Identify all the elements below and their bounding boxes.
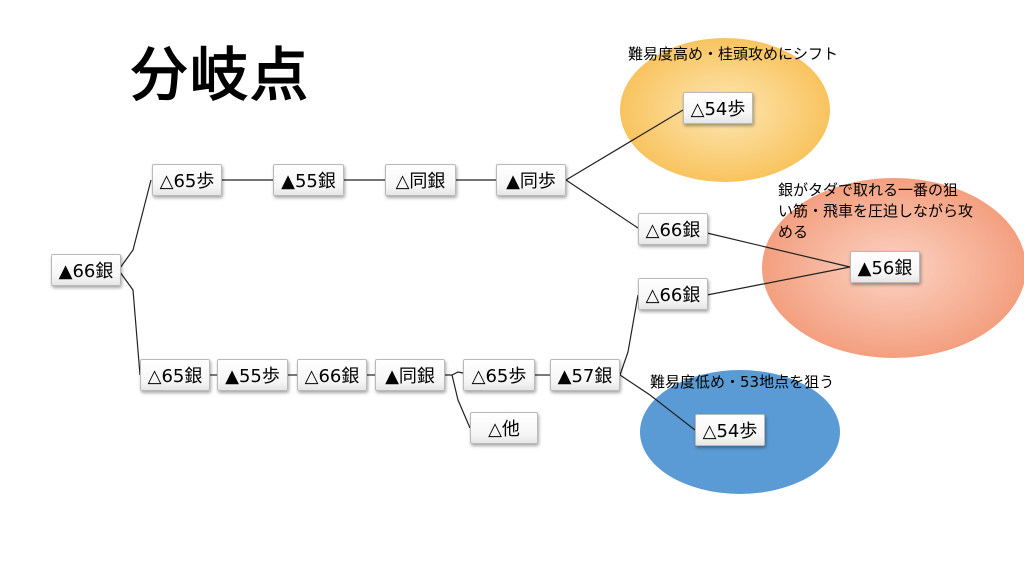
node-b7a[interactable]: △66銀 [638,278,708,310]
edge-b4-b5 [445,371,464,376]
node-b4[interactable]: ▲同銀 [375,359,445,391]
node-t2[interactable]: ▲55銀 [273,164,344,196]
page-title: 分岐点 [130,41,311,109]
node-b2[interactable]: ▲55歩 [217,359,288,391]
note-mid: 銀がタダで取れる一番の狙 い筋・飛車を圧迫しながら攻 める [778,180,973,243]
note-mid-line-1: 銀がタダで取れる一番の狙 [778,181,959,199]
edge-t5b-m56 [706,232,851,268]
note-bottom: 難易度低め・53地点を狙う [650,373,835,391]
node-t5a[interactable]: △54歩 [683,92,753,124]
edge-t4-t5a [565,109,684,181]
note-top: 難易度高め・桂頭攻めにシフト [628,45,839,63]
edge-b6-b7b [619,374,696,431]
node-t4[interactable]: ▲同歩 [496,164,566,196]
edge-b7a-m56 [706,266,851,296]
edge-root-t1 [119,179,152,269]
node-root[interactable]: ▲66銀 [51,254,121,286]
node-t3[interactable]: △同銀 [385,164,456,196]
node-b7b[interactable]: △54歩 [695,414,765,446]
edge-root-b1 [119,271,141,376]
edges [119,109,851,431]
node-m56[interactable]: ▲56銀 [850,251,920,283]
node-t5b[interactable]: △66銀 [638,213,708,245]
note-mid-line-3: める [778,223,809,241]
node-b1[interactable]: △65銀 [140,359,210,391]
edge-b6-b7a [619,294,639,376]
node-b5x[interactable]: △他 [470,412,538,444]
edge-t4-t5b [565,179,639,229]
node-t1[interactable]: △65歩 [152,164,222,196]
node-b5[interactable]: △65歩 [463,359,535,391]
edge-b4-b5x [451,374,471,429]
note-mid-line-2: い筋・飛車を圧迫しながら攻 [778,202,974,220]
node-b6[interactable]: ▲57銀 [550,359,620,391]
node-b3[interactable]: △66銀 [297,359,367,391]
